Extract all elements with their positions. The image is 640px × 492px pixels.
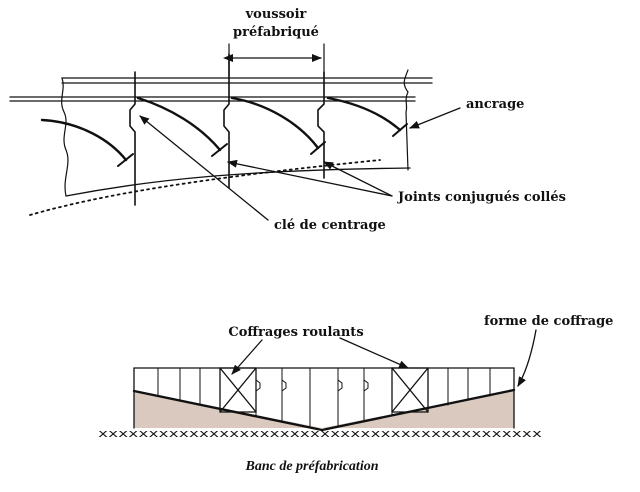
forme-leader xyxy=(517,329,537,387)
rolling-form-left xyxy=(219,367,257,413)
break-line-right xyxy=(403,69,409,171)
caption: Banc de préfabrication xyxy=(245,459,379,474)
segmental-bridge-diagram: voussoir préfabriqué ancrage Joints conj… xyxy=(9,7,566,233)
tendon-4 xyxy=(326,96,402,132)
joints-leader-1 xyxy=(227,159,393,197)
break-line-left xyxy=(61,77,69,197)
ancrage-leader xyxy=(409,107,461,129)
voussoir-dimension xyxy=(223,43,325,77)
dotted-curve xyxy=(29,159,381,216)
label-coffrages: Coffrages roulants xyxy=(228,325,363,340)
coffrages-leader-left xyxy=(231,339,263,375)
label-joints: Joints conjugués collés xyxy=(397,190,566,205)
joints-leader-2 xyxy=(323,161,393,197)
tendon-2 xyxy=(136,96,222,152)
coffrages-leader-right xyxy=(339,337,409,369)
label-cle: clé de centrage xyxy=(274,218,386,233)
tendon-1 xyxy=(40,118,128,162)
rolling-form-right xyxy=(391,367,429,413)
joint-1 xyxy=(129,71,136,206)
label-ancrage: ancrage xyxy=(466,97,524,112)
tendon-3 xyxy=(230,96,320,150)
deck-slab xyxy=(9,77,433,102)
soffit-curve xyxy=(65,167,411,197)
joint-profiles xyxy=(129,53,325,206)
prestressing-tendons xyxy=(40,96,408,167)
label-voussoir-line2: préfabriqué xyxy=(233,25,319,40)
label-voussoir-line1: voussoir xyxy=(245,7,307,22)
precasting-bed-diagram: xxxxxxxxxxxxxxxxxxxxxxxxxxxxxxxxxxxxxxxx… xyxy=(98,314,613,474)
joint-3 xyxy=(317,71,325,179)
label-forme: forme de coffrage xyxy=(484,314,613,329)
ground-hatch: xxxxxxxxxxxxxxxxxxxxxxxxxxxxxxxxxxxxxxxx… xyxy=(98,427,543,440)
cle-leader xyxy=(139,115,269,221)
joint-2 xyxy=(223,53,230,189)
